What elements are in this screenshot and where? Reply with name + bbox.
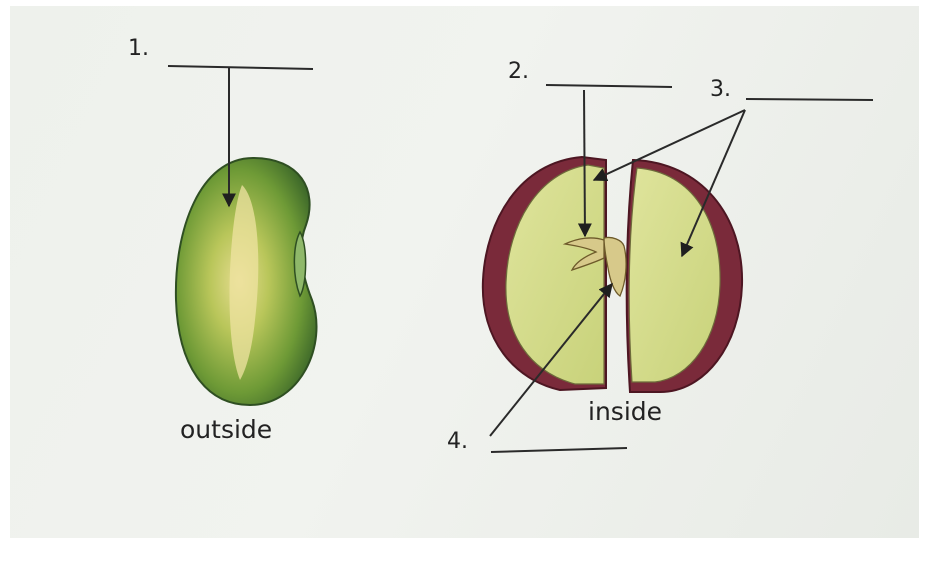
answer-line-1 <box>168 66 313 69</box>
label-number-2: 2. <box>508 59 529 84</box>
bean-outside <box>176 158 317 405</box>
seed-inside <box>483 157 742 392</box>
caption-inside: inside <box>588 397 662 426</box>
arrow-2 <box>584 90 585 236</box>
answer-line-4 <box>491 448 627 452</box>
caption-outside: outside <box>180 415 272 444</box>
label-number-3: 3. <box>710 77 731 102</box>
embryo-radicle <box>604 237 626 296</box>
answer-line-3 <box>746 99 873 100</box>
label-number-1: 1. <box>128 36 149 61</box>
label-number-4: 4. <box>447 429 468 454</box>
answer-line-2 <box>546 85 672 87</box>
